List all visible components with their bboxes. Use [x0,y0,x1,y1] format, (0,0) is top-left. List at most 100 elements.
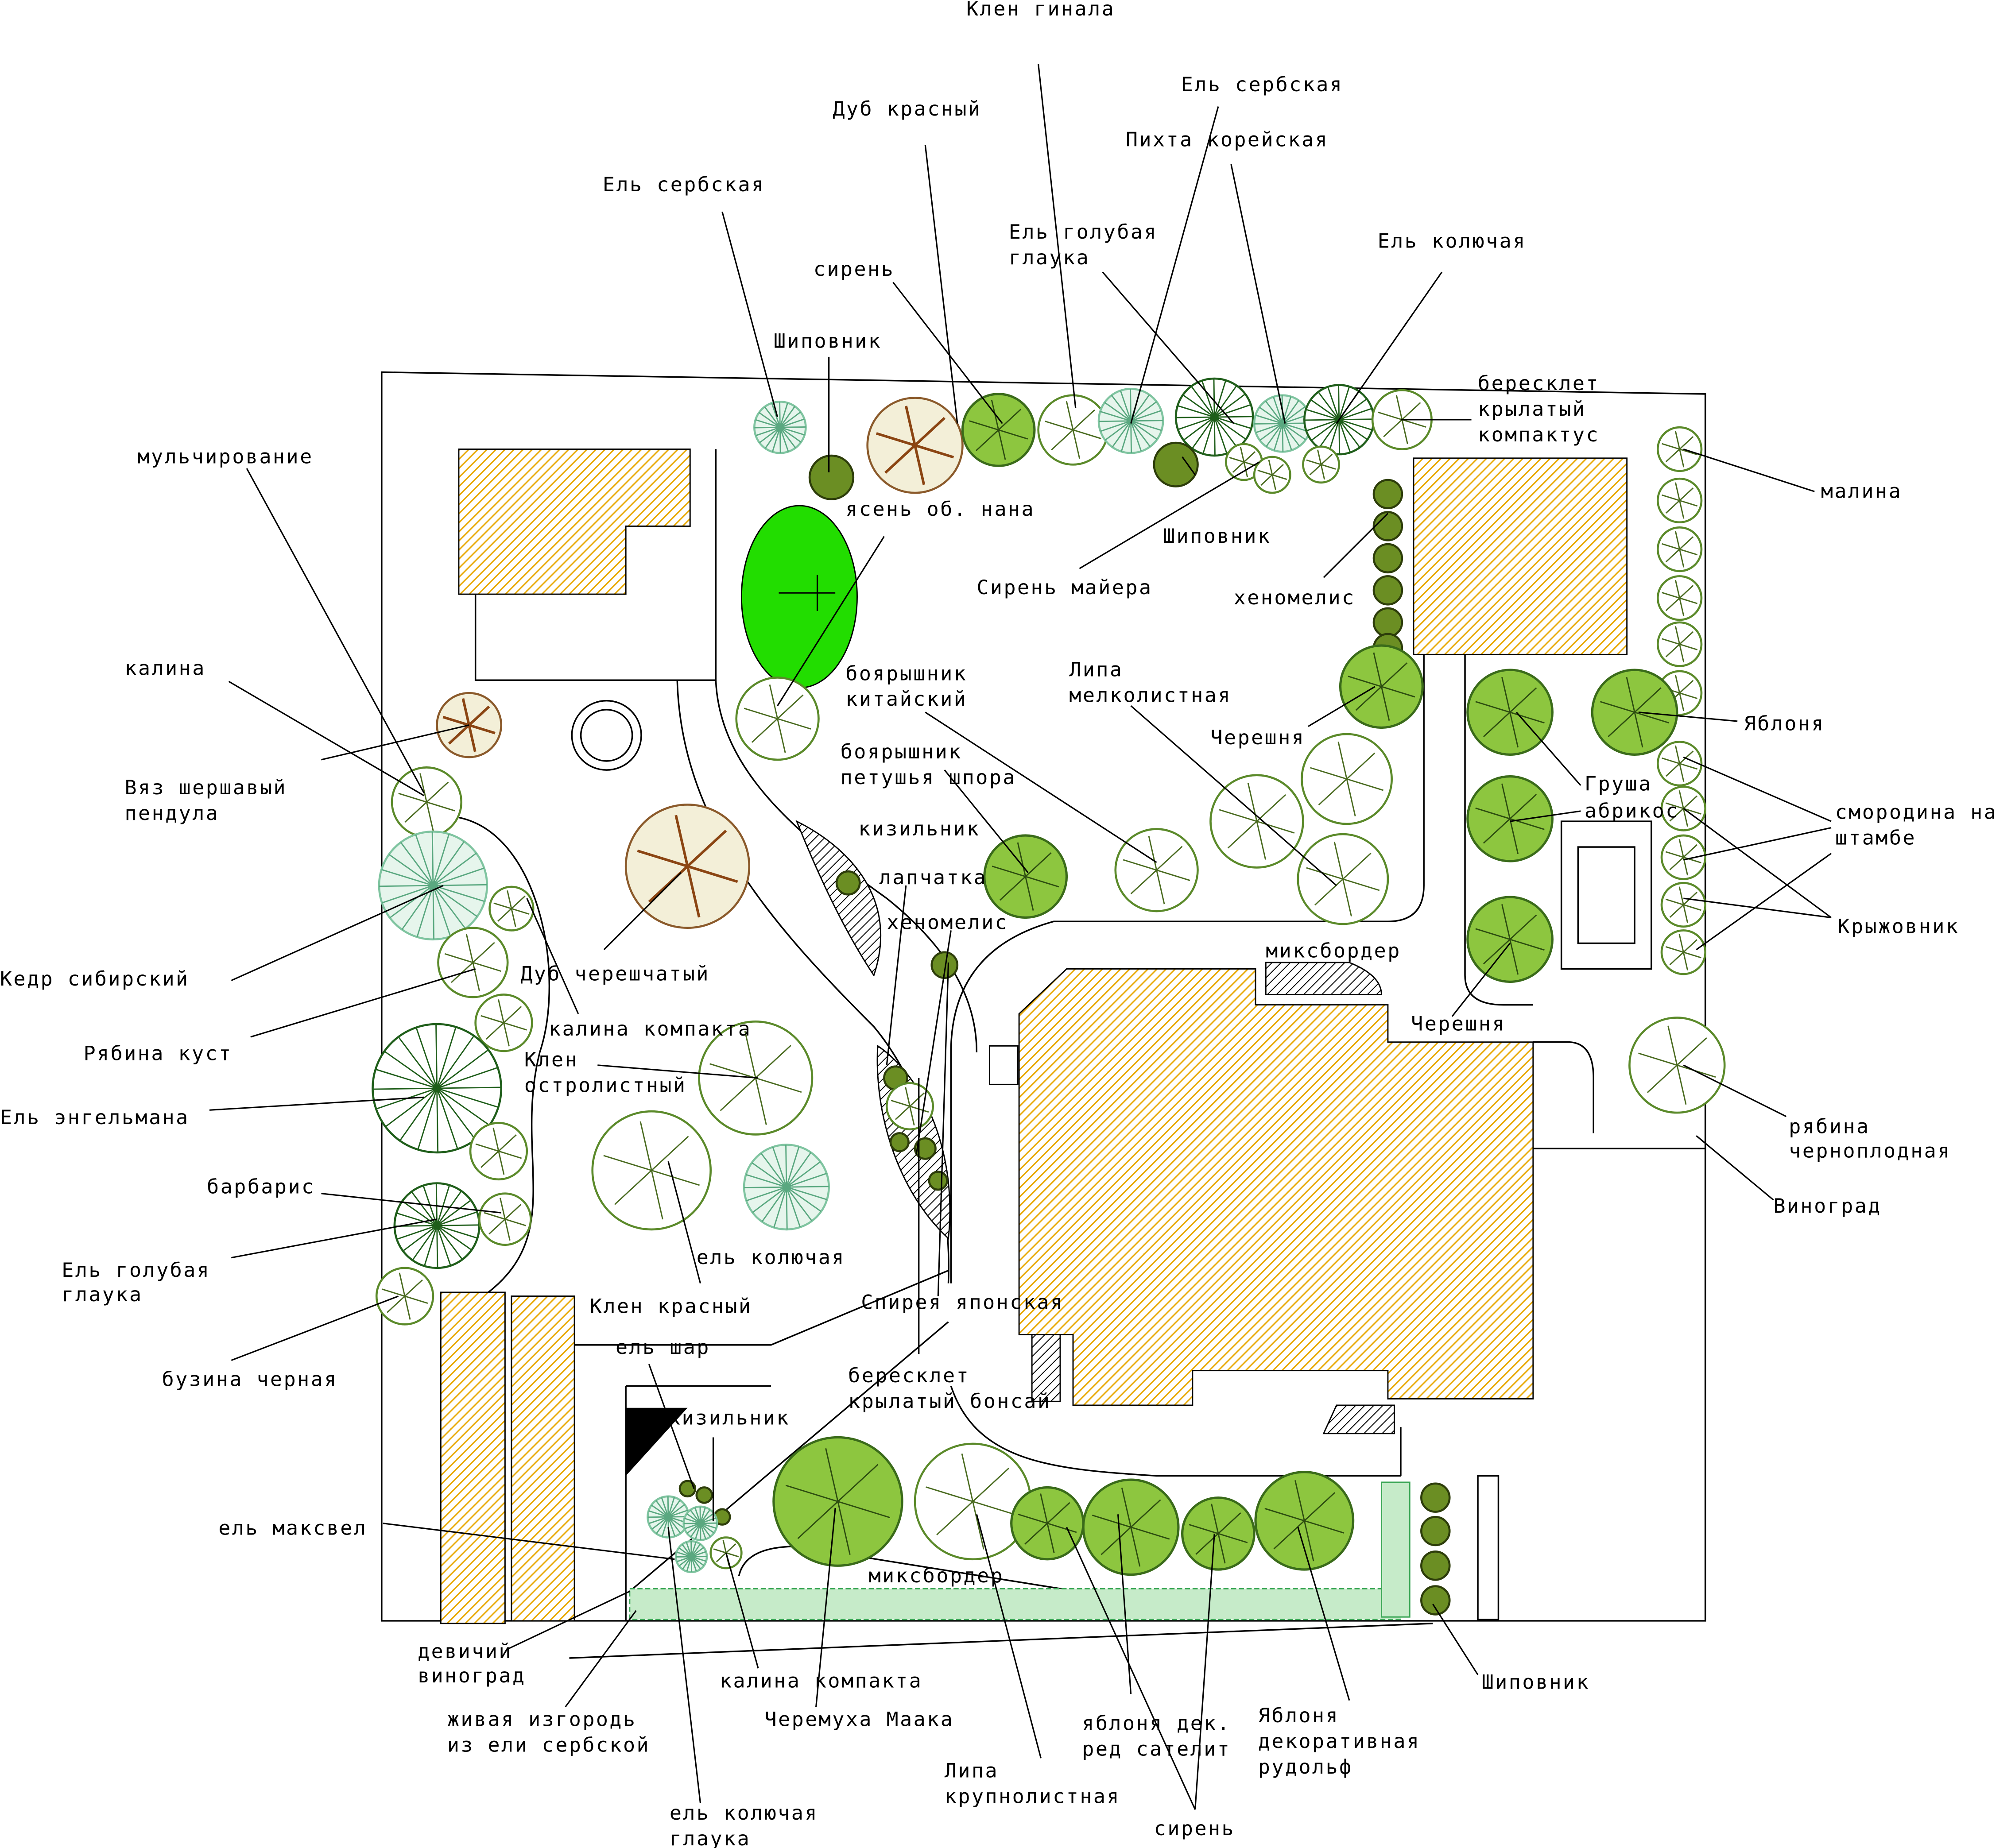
mixborder-top-bed [1265,962,1382,995]
label-mulch: мульчирование [137,445,313,468]
label-siren: сирень [814,257,895,281]
oak-tree-symbol [866,397,964,494]
spruce-hedge [629,1588,1402,1620]
label-bereskl-bonsai: крылатый бонсай [848,1389,1051,1413]
label-lipa-melk: Липа [1069,658,1123,681]
deciduous-tree-symbol [1656,621,1703,667]
columnar-shrub-symbol [1420,1516,1451,1546]
site-boundary [381,371,1706,1622]
columnar-shrub-symbol [1420,1550,1451,1581]
steps [988,1045,1019,1085]
building-top-left [458,448,691,595]
label-ryabina-cherno: рябина [1789,1114,1870,1138]
garage-strip-2 [511,1295,575,1622]
spruce-symbol [753,400,807,454]
shrub-symbol [835,870,861,896]
deciduous-tree-symbol [1301,733,1393,825]
label-kizilnik: кизильник [668,1406,790,1429]
label-zhivaya: живая изгородь [447,1708,637,1731]
deciduous-tree-symbol [914,1442,1032,1561]
columnar-shrub-symbol [1372,479,1403,510]
shrub-symbol [928,1171,948,1191]
label-yablonya-rud: декоративная [1258,1729,1421,1753]
conifer-symbol [372,1023,503,1154]
label-bereskl-bonsai: бересклет [848,1364,970,1387]
label-spireya: Спирея японская [861,1291,1064,1314]
label-klen-ostr: остролистный [524,1074,687,1097]
deciduous-tree-symbol [1656,526,1703,572]
label-klen-krasny: Клен красный [590,1294,752,1318]
shrub-symbol [1153,441,1199,487]
label-boyar-pet: боярышник [841,740,962,763]
fruit-tree-symbol [1466,669,1554,756]
shrub-symbol [889,1132,910,1152]
label-henomeles: хеномелис [887,911,1008,934]
hatched-bed-right [1322,1404,1395,1434]
conifer-symbol [393,1182,480,1269]
deciduous-tree-symbol [469,1121,528,1181]
shrub-symbol [930,951,959,979]
parterre [1560,820,1652,970]
shrub-symbol [914,1137,937,1160]
label-kalina-komp: калина компакта [720,1669,922,1693]
deciduous-tree-symbol [1297,833,1389,925]
label-mixborder: миксбордер [1266,939,1401,962]
label-lipa-krup: Липа [945,1759,999,1782]
label-siren: сирень [1154,1817,1235,1840]
fruit-tree-symbol [1466,896,1554,983]
label-ryabina-cherno: черноплодная [1789,1139,1951,1163]
shrub-symbol [678,1480,697,1498]
fountain [571,700,642,771]
building-top-left-outline [474,449,717,681]
deciduous-tree-symbol [1660,881,1706,928]
label-dub-krasny: Дуб красный [833,97,981,120]
deciduous-tree-symbol [437,927,509,998]
deciduous-tree-symbol [1660,929,1706,975]
label-boyar-kit: боярышник [845,661,967,685]
fruit-tree-symbol [1339,644,1424,729]
label-vyaz: Вяз шершавый [124,776,287,799]
label-grusha: Груша [1585,772,1652,796]
conifer-symbol [1174,377,1254,457]
deciduous-tree-symbol [1114,828,1199,912]
label-el-serbskaya: Ель сербская [1181,73,1344,96]
label-el-maksvel: ель максвел [218,1516,367,1540]
columnar-shrub-symbol [1372,543,1403,574]
columnar-shrub-symbol [1372,607,1403,638]
deciduous-tree-symbol [478,1192,532,1246]
label-el-golubaya: Ель голубая [1009,220,1158,244]
deciduous-tree-symbol [1656,477,1703,524]
label-chereshnya: Черешня [1411,1012,1506,1036]
label-bereskl-komp: компактус [1478,423,1600,446]
label-el-shar: ель шар [616,1335,710,1359]
label-smorodina: смородина на [1835,800,1998,823]
label-lipa-melk: мелколистная [1069,684,1232,707]
label-yablonya-rud: Яблоня [1258,1704,1339,1727]
deciduous-tree-symbol [1253,456,1291,494]
fruit-tree-symbol [1010,1486,1085,1561]
label-lipa-krup: крупнолистная [945,1785,1120,1808]
label-shipovnik: Шиповник [1482,1670,1590,1694]
spruce-symbol [1253,394,1312,453]
fruit-tree-symbol [1181,1496,1256,1571]
fruit-tree-symbol [1254,1471,1355,1571]
label-el-golubaya: глаука [62,1283,143,1306]
deciduous-tree-symbol [1302,445,1340,484]
label-chereshnya: Черешня [1210,726,1305,749]
label-smorodina: штамбе [1835,826,1916,849]
hatched-bed-curve [795,820,882,977]
columnar-shrub-symbol [1372,575,1403,606]
deciduous-tree-symbol [1660,834,1706,880]
label-shipovnik: Шиповник [774,329,882,353]
hatched-bed-house [1031,1334,1061,1402]
spruce-hedge-vertical [1380,1481,1410,1618]
fruit-tree-symbol [1082,1478,1180,1576]
label-yablonya-red: ред сателит [1082,1737,1231,1760]
columnar-shrub-symbol [1420,1482,1451,1513]
label-malina: малина [1821,479,1902,503]
label-klen-ginala: Клен гинала [966,0,1115,20]
label-kalina-komp: калина компакта [549,1017,752,1040]
label-cheremuha: Черемуха Маака [765,1708,954,1731]
label-devichiy: девичий [418,1639,512,1663]
